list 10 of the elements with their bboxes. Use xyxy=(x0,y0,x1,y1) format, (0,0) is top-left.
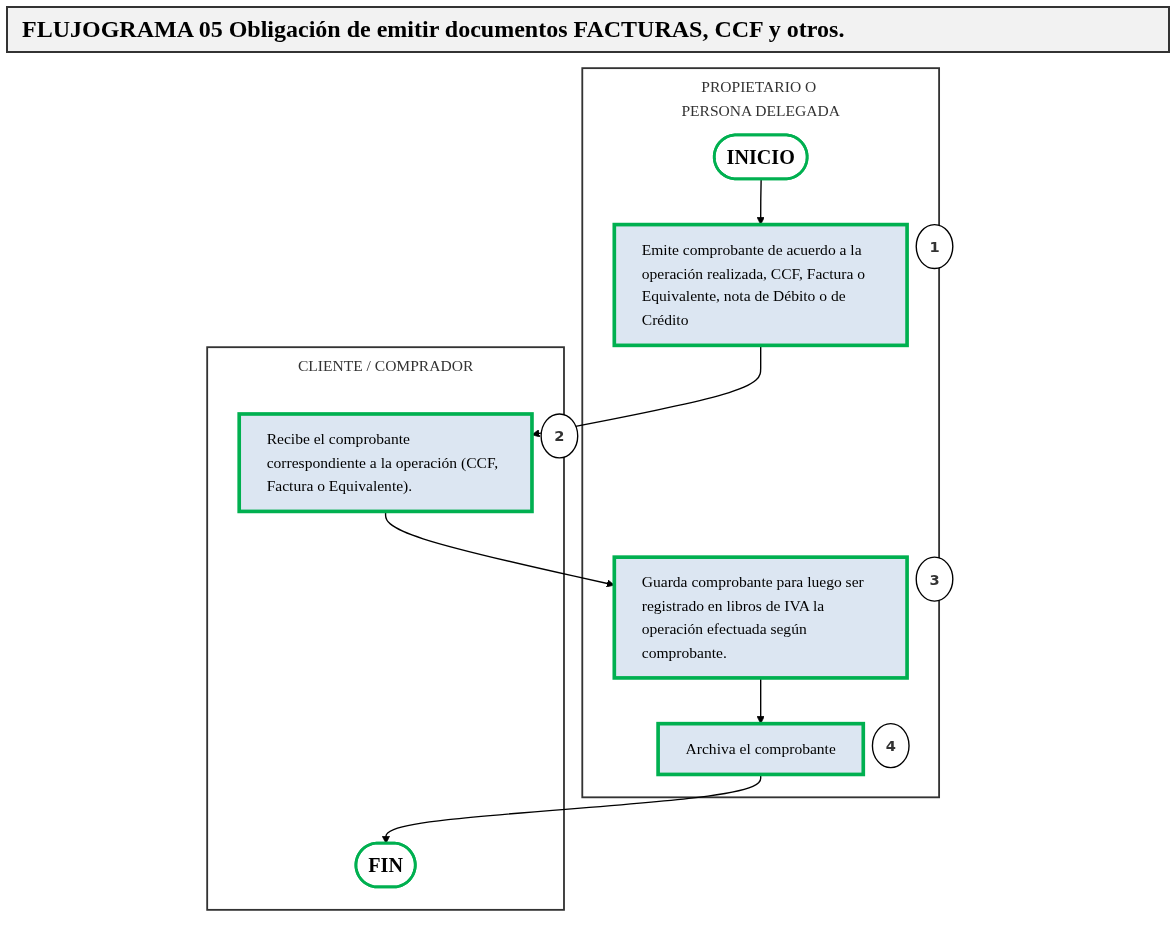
diagram-title: FLUJOGRAMA 05 Obligación de emitir documentos FACTURAS, CCF y otros. xyxy=(6,6,1170,53)
node-box: Emite comprobante de acuerdo a la operación realizada, CCF, Factura o Equivalente, nota de Débito o de Crédito xyxy=(612,222,909,348)
step-number: 3 xyxy=(929,570,940,588)
node-box: Recibe el comprobante correspondiente a la operación (CCF, Factura o Equivalente). xyxy=(237,412,534,514)
step-number: 1 xyxy=(929,238,940,256)
step-number: 4 xyxy=(885,737,896,755)
node-box: Archiva el comprobante xyxy=(656,721,866,777)
arrow xyxy=(756,178,765,225)
step-number: 2 xyxy=(554,427,565,445)
node-box: Guarda comprobante para luego ser registrado en libros de IVA la operación efectuada según comprobante. xyxy=(612,555,909,680)
